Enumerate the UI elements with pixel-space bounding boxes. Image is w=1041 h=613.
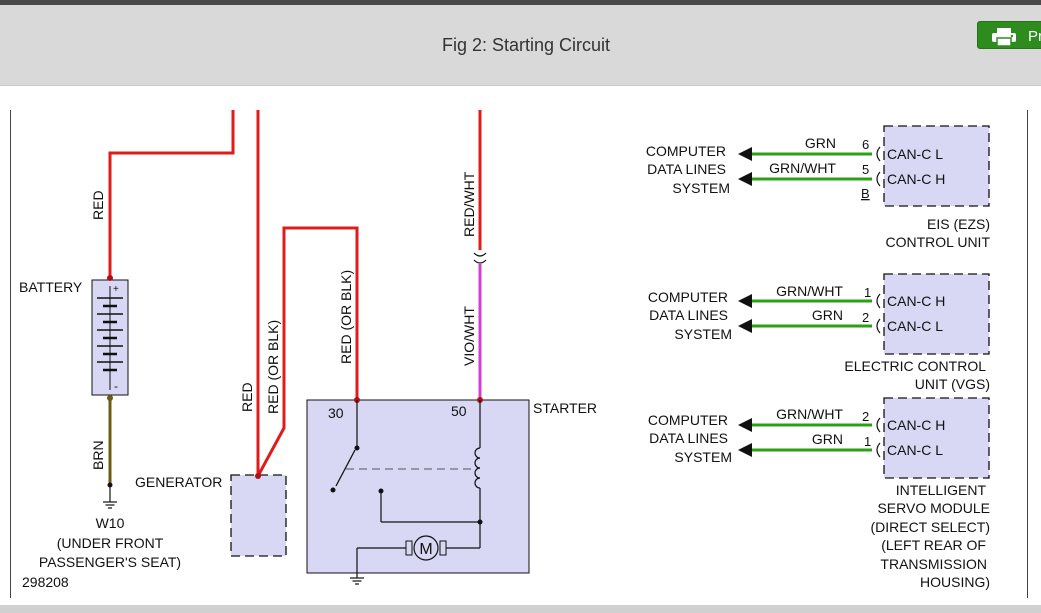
vgs-name-line-2: UNIT (VGS) bbox=[915, 376, 990, 392]
servo-dest-line-3: SYSTEM bbox=[674, 449, 732, 465]
servo-name-line-5: TRANSMISSION bbox=[880, 556, 987, 572]
servo-pin-2-wire-color: GRN/WHT bbox=[776, 406, 843, 422]
servo-pin-1: 1 bbox=[864, 434, 871, 449]
servo-pin-1-signal: CAN-C L bbox=[887, 442, 943, 458]
servo-pin-2-signal: CAN-C H bbox=[887, 417, 945, 433]
servo-dest-line-1: COMPUTER bbox=[648, 412, 728, 428]
print-button[interactable]: Pr bbox=[977, 21, 1041, 49]
eis-name-line-1: EIS (EZS) bbox=[927, 216, 990, 232]
eis-pin-5-signal: CAN-C H bbox=[887, 171, 945, 187]
battery-minus-sign: - bbox=[114, 379, 118, 393]
starter-motor-symbol: M bbox=[419, 541, 432, 558]
vgs-pin-2-signal: CAN-C L bbox=[887, 318, 943, 334]
servo-module bbox=[738, 397, 990, 479]
header-bar: Fig 2: Starting Circuit Pr bbox=[0, 5, 1041, 86]
battery-plus-sign: + bbox=[113, 284, 119, 295]
starter-b-plus-wire bbox=[256, 226, 359, 477]
diagram-frame bbox=[10, 110, 1028, 598]
vgs-pin-1: 1 bbox=[864, 285, 871, 300]
servo-name-line-3: (DIRECT SELECT) bbox=[870, 519, 990, 535]
generator-symbol bbox=[230, 473, 287, 557]
eis-dest-line-1: COMPUTER bbox=[646, 143, 726, 159]
eis-pin-5: 5 bbox=[862, 162, 869, 177]
vgs-pin-2: 2 bbox=[862, 310, 869, 325]
eis-dest-line-3: SYSTEM bbox=[672, 180, 730, 196]
print-button-label: Pr bbox=[1028, 28, 1041, 45]
vgs-dest-line-3: SYSTEM bbox=[674, 326, 732, 342]
battery-negative-wire bbox=[107, 395, 113, 497]
ground-id: W10 bbox=[96, 515, 125, 531]
battery-top-wire-color: RED bbox=[90, 190, 106, 220]
starter-50-lower-wire-color: VIO/WHT bbox=[461, 306, 477, 366]
ground-location-line-1: (UNDER FRONT bbox=[57, 535, 164, 551]
top-border bbox=[0, 0, 1041, 5]
inline-connector-symbol bbox=[473, 252, 487, 264]
vgs-pin-2-wire-color: GRN bbox=[812, 307, 843, 323]
printer-icon bbox=[992, 28, 1016, 46]
figure-id: 298208 bbox=[22, 574, 69, 590]
generator-label: GENERATOR bbox=[135, 474, 222, 490]
servo-name-line-1: INTELLIGENT bbox=[896, 482, 987, 498]
servo-name-line-4: (LEFT REAR OF bbox=[881, 537, 986, 553]
vgs-name-line-1: ELECTRIC CONTROL bbox=[844, 358, 986, 374]
servo-dest-line-2: DATA LINES bbox=[649, 430, 728, 446]
starter-50-upper-wire-color: RED/WHT bbox=[461, 171, 477, 237]
servo-pin-2: 2 bbox=[862, 409, 869, 424]
eis-name-line-2: CONTROL UNIT bbox=[886, 234, 991, 250]
eis-pin-5-wire-color: GRN/WHT bbox=[769, 160, 836, 176]
battery-symbol bbox=[91, 275, 129, 396]
generator-red-wire-color: RED bbox=[239, 382, 255, 412]
eis-connector-id: B bbox=[861, 186, 870, 201]
battery-bottom-wire-color: BRN bbox=[90, 440, 106, 470]
battery-positive-wire bbox=[108, 110, 235, 278]
page-title: Fig 2: Starting Circuit bbox=[441, 35, 611, 55]
vgs-dest-line-2: DATA LINES bbox=[649, 307, 728, 323]
eis-dest-line-2: DATA LINES bbox=[647, 161, 726, 177]
battery-label: BATTERY bbox=[19, 279, 83, 295]
eis-pin-6-signal: CAN-C L bbox=[887, 146, 943, 162]
eis-pin-6-wire-color: GRN bbox=[805, 135, 836, 151]
vgs-control-unit bbox=[738, 273, 990, 355]
eis-pin-6: 6 bbox=[862, 137, 869, 152]
servo-pin-1-wire-color: GRN bbox=[812, 431, 843, 447]
servo-name-line-2: SERVO MODULE bbox=[877, 500, 990, 516]
ground-w10-icon bbox=[102, 496, 118, 509]
vgs-pin-1-signal: CAN-C H bbox=[887, 293, 945, 309]
vgs-pin-1-wire-color: GRN/WHT bbox=[776, 283, 843, 299]
ground-location-line-2: PASSENGER'S SEAT) bbox=[39, 554, 181, 570]
servo-name-line-6: HOUSING) bbox=[920, 574, 990, 590]
bottom-scroll-area bbox=[0, 605, 1041, 613]
starter-pin-50: 50 bbox=[451, 403, 467, 419]
starter-label: STARTER bbox=[533, 400, 597, 416]
generator-red-or-blk-wire-color: RED (OR BLK) bbox=[265, 320, 281, 414]
eis-control-unit bbox=[738, 125, 990, 207]
starter-ground-icon bbox=[349, 572, 365, 585]
starter-pin-30: 30 bbox=[328, 405, 344, 421]
vgs-dest-line-1: COMPUTER bbox=[648, 289, 728, 305]
starter-30-wire-color: RED (OR BLK) bbox=[338, 270, 354, 364]
starter-symbol bbox=[306, 397, 530, 574]
